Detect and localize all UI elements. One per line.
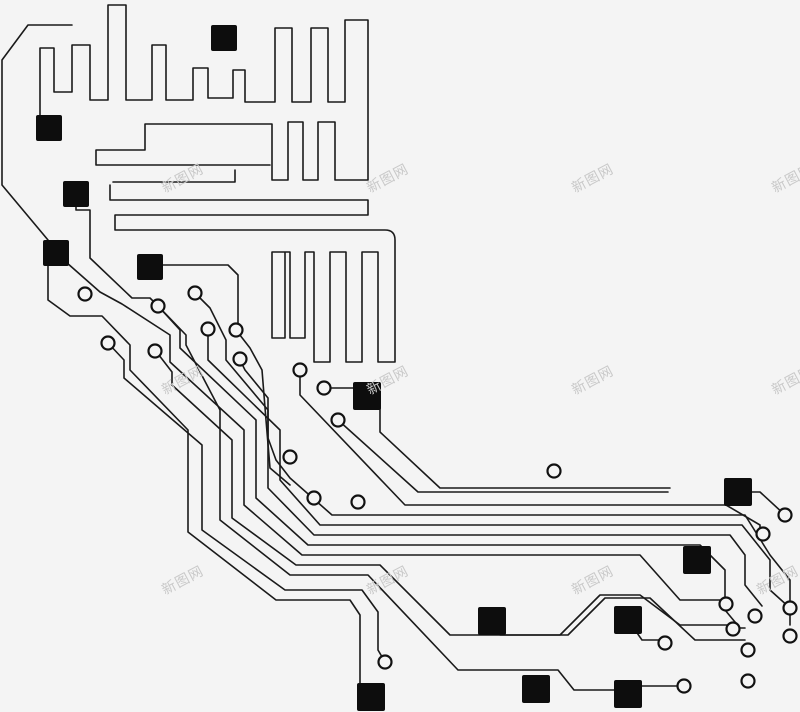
trace-d9 [235, 329, 291, 486]
via-ring [292, 362, 308, 378]
via-group [77, 285, 798, 694]
via-ring [755, 526, 771, 542]
via-ring [77, 286, 93, 302]
pad-group [36, 25, 752, 711]
trace-d3 [75, 191, 626, 691]
trace-d6 [157, 305, 746, 629]
upper-trace-group [1, 4, 396, 363]
via-ring [100, 335, 116, 351]
via-ring [725, 621, 741, 637]
via-ring [330, 412, 346, 428]
via-ring [228, 322, 244, 338]
via-ring [187, 285, 203, 301]
trace-d7 [194, 292, 763, 607]
pad-square [357, 683, 385, 711]
trace-d1 [47, 259, 361, 691]
via-ring [232, 351, 248, 367]
pad-square [724, 478, 752, 506]
trace-d19 [491, 594, 731, 636]
pad-square [36, 115, 62, 141]
pad-square [522, 675, 550, 703]
pad-square [614, 606, 642, 634]
pad-square [43, 240, 69, 266]
via-ring [200, 321, 216, 337]
via-ring [350, 494, 366, 510]
diagonal-trace-group [47, 191, 791, 691]
via-ring [316, 380, 332, 396]
trace-d10 [239, 359, 791, 626]
via-ring [782, 628, 798, 644]
bus-trace-upper [112, 169, 236, 183]
pad-square [63, 181, 89, 207]
via-ring [147, 343, 163, 359]
via-ring [747, 608, 763, 624]
trace-d8 [207, 329, 791, 609]
trace-d12 [337, 419, 669, 493]
via-ring [282, 449, 298, 465]
via-ring [777, 507, 793, 523]
pad-square [614, 680, 642, 708]
via-ring [377, 654, 393, 670]
via-ring [782, 600, 798, 616]
via-ring [718, 596, 734, 612]
bus-trace-long [109, 184, 396, 363]
trace-d5 [57, 254, 721, 601]
trace-d14 [149, 264, 239, 331]
via-ring [740, 642, 756, 658]
via-ring [657, 635, 673, 651]
pad-square [211, 25, 237, 51]
via-ring [676, 678, 692, 694]
via-ring [150, 298, 166, 314]
via-ring [546, 463, 562, 479]
serpentine-trace-main [39, 4, 369, 181]
pad-square [478, 607, 506, 635]
pad-square [683, 546, 711, 574]
pad-square [137, 254, 163, 280]
trace-d2 [107, 342, 386, 663]
pad-square [353, 382, 381, 410]
left-border-trace [1, 24, 73, 241]
trace-d4 [154, 349, 746, 641]
via-ring [306, 490, 322, 506]
trace-d13 [379, 394, 671, 489]
via-ring [740, 673, 756, 689]
